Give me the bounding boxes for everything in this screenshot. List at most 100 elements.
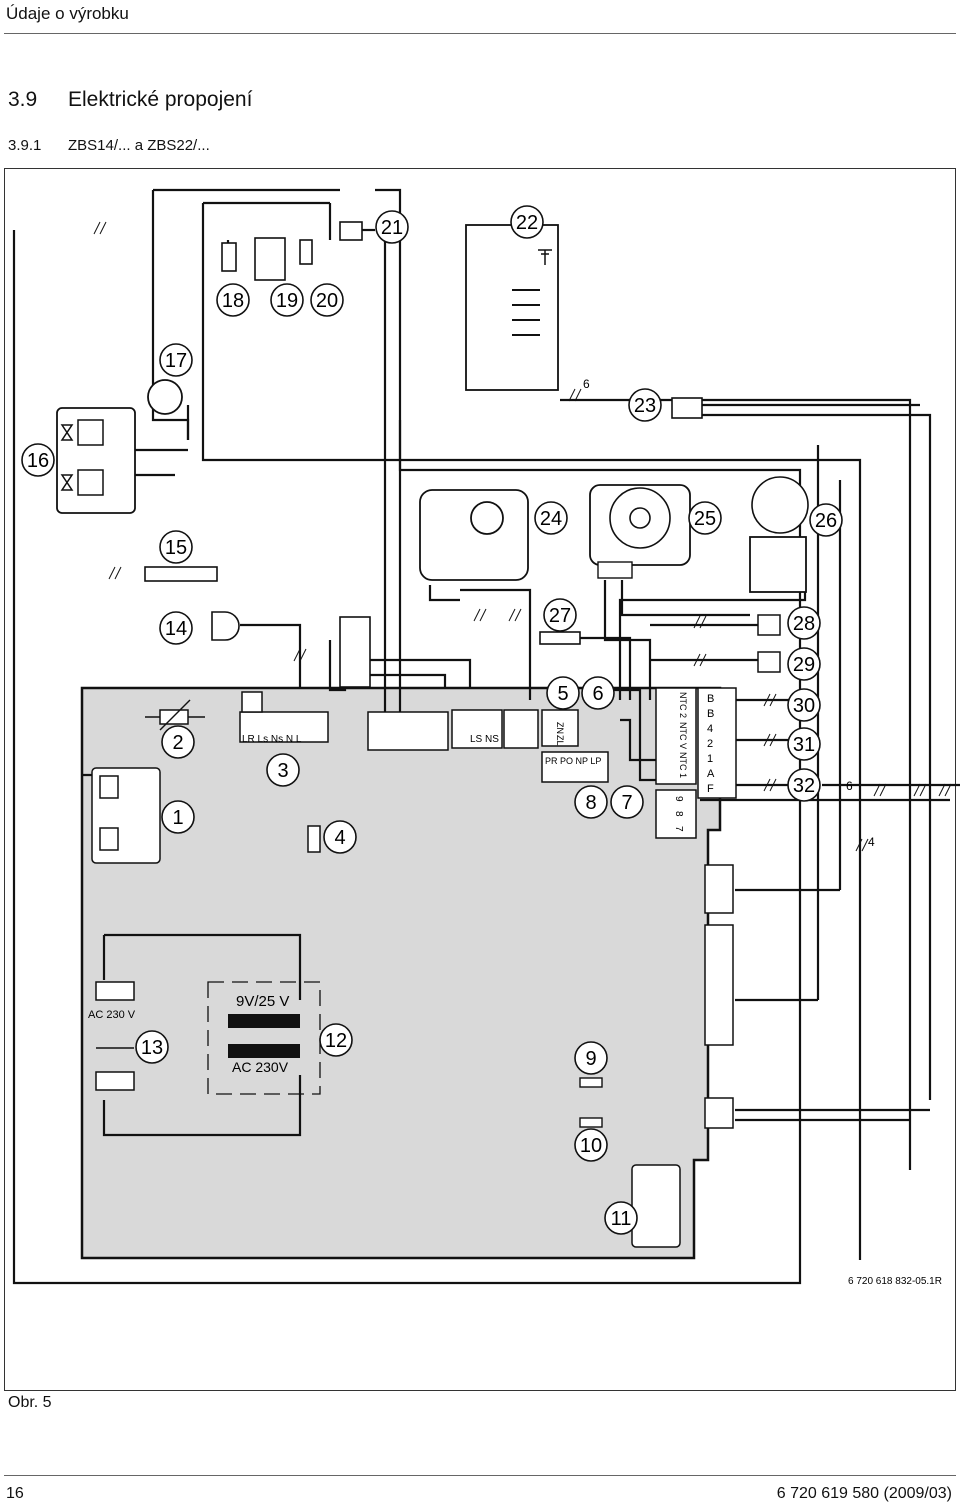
callout-11: 11 <box>604 1201 638 1235</box>
callout-label-30: 30 <box>793 695 815 717</box>
control-board <box>80 686 722 1260</box>
callout-label-10: 10 <box>580 1135 602 1157</box>
connector-29-component <box>757 651 781 673</box>
callout-30: 30 <box>787 688 821 722</box>
callout-3: 3 <box>266 753 300 787</box>
callout-14: 14 <box>159 611 193 645</box>
callout-label-23: 23 <box>634 395 656 417</box>
terminal-label: 7 <box>673 826 684 832</box>
callout-label-27: 27 <box>549 605 571 627</box>
callout-label-8: 8 <box>585 792 596 814</box>
callout-20: 20 <box>310 283 344 317</box>
terminal-label: 1 <box>707 753 713 765</box>
callout-label-21: 21 <box>381 217 403 239</box>
page-header-title: Údaje o výrobku <box>6 4 129 23</box>
callout-23: 23 <box>628 388 662 422</box>
label-block3-terminals: LR Ls Ns N L <box>242 734 302 745</box>
callout-label-19: 19 <box>276 290 298 312</box>
callout-16: 16 <box>21 443 55 477</box>
callout-label-4: 4 <box>334 827 345 849</box>
fuse-10 <box>579 1117 603 1128</box>
callout-label-28: 28 <box>793 613 815 635</box>
top-connectors <box>221 221 363 281</box>
label-987-column: 9 8 7 <box>673 796 684 832</box>
board-terminal-blocks <box>91 687 737 1129</box>
callout-label-7: 7 <box>621 792 632 814</box>
earth-block <box>339 616 371 688</box>
connector-11-component <box>631 1164 681 1248</box>
callout-label-11: 11 <box>611 1208 632 1230</box>
callout-label-24: 24 <box>540 508 562 530</box>
callout-6: 6 <box>581 676 615 710</box>
callout-4: 4 <box>323 820 357 854</box>
terminal-label: 2 <box>707 738 713 750</box>
callout-12: 12 <box>319 1023 353 1057</box>
label-ntc1: NTC 1 <box>678 752 688 778</box>
callout-label-22: 22 <box>516 212 538 234</box>
fan-component <box>465 224 559 391</box>
header-divider <box>4 33 956 34</box>
connector-15-component <box>144 566 218 582</box>
label-ntc2: NTC 2 <box>678 692 688 718</box>
label-ac230v-supply: AC 230 V <box>88 1009 136 1021</box>
callout-label-16: 16 <box>27 450 49 472</box>
callout-label-6: 6 <box>592 683 603 705</box>
page-number: 16 <box>6 1485 24 1502</box>
callout-5: 5 <box>546 676 580 710</box>
callout-label-29: 29 <box>793 654 815 676</box>
connector-23-component <box>671 397 703 419</box>
gas-valve-component <box>56 407 136 514</box>
callout-label-14: 14 <box>165 618 187 640</box>
pump-24-component <box>419 489 529 581</box>
terminal-label: 9 <box>673 796 684 802</box>
terminal-label: 8 <box>673 811 684 817</box>
subsection-title: ZBS14/... a ZBS22/... <box>68 137 210 154</box>
figure-caption: Obr. 5 <box>8 1394 52 1411</box>
callout-label-26: 26 <box>815 510 837 532</box>
callout-label-3: 3 <box>277 760 288 782</box>
callout-label-12: 12 <box>325 1030 347 1052</box>
callout-24: 24 <box>534 501 568 535</box>
callout-27: 27 <box>543 598 577 632</box>
callout-15: 15 <box>159 530 193 564</box>
callout-label-20: 20 <box>316 290 338 312</box>
callout-label-18: 18 <box>222 290 244 312</box>
callout-label-2: 2 <box>172 732 183 754</box>
callout-19: 19 <box>270 283 304 317</box>
wire-harness <box>12 188 960 1285</box>
mains-supply-13 <box>95 981 135 1091</box>
callout-7: 7 <box>610 785 644 819</box>
callout-13: 13 <box>135 1030 169 1064</box>
label-ls-ns: LS NS <box>470 734 499 745</box>
callout-label-5: 5 <box>557 683 568 705</box>
label-wire6-right: 6 <box>846 779 853 793</box>
callout-label-9: 9 <box>585 1048 596 1070</box>
label-drawing-code: 6 720 618 832-05.1R <box>848 1276 942 1287</box>
callout-label-17: 17 <box>165 350 187 372</box>
label-zl: ZL <box>555 735 565 746</box>
terminal-label: F <box>707 783 714 795</box>
callout-label-31: 31 <box>793 734 815 756</box>
label-transformer-secondary: 9V/25 V <box>236 993 289 1010</box>
label-zn: ZN <box>555 722 565 734</box>
label-wire4: 4 <box>868 835 875 849</box>
footer-divider <box>4 1475 956 1476</box>
label-ntcv: NTC V <box>678 722 688 749</box>
callout-26: 26 <box>809 503 843 537</box>
callout-31: 31 <box>787 727 821 761</box>
callout-label-25: 25 <box>694 508 716 530</box>
callout-17: 17 <box>159 343 193 377</box>
label-wire6-top: 6 <box>583 377 590 391</box>
fuse-9 <box>579 1077 603 1088</box>
document-number: 6 720 619 580 (2009/03) <box>776 1485 952 1502</box>
diverter-26-component <box>749 476 809 593</box>
section-number: 3.9 <box>8 88 38 111</box>
callout-label-15: 15 <box>165 537 187 559</box>
callout-label-1: 1 <box>172 807 183 829</box>
callout-32: 32 <box>787 768 821 802</box>
callout-21: 21 <box>375 210 409 244</box>
